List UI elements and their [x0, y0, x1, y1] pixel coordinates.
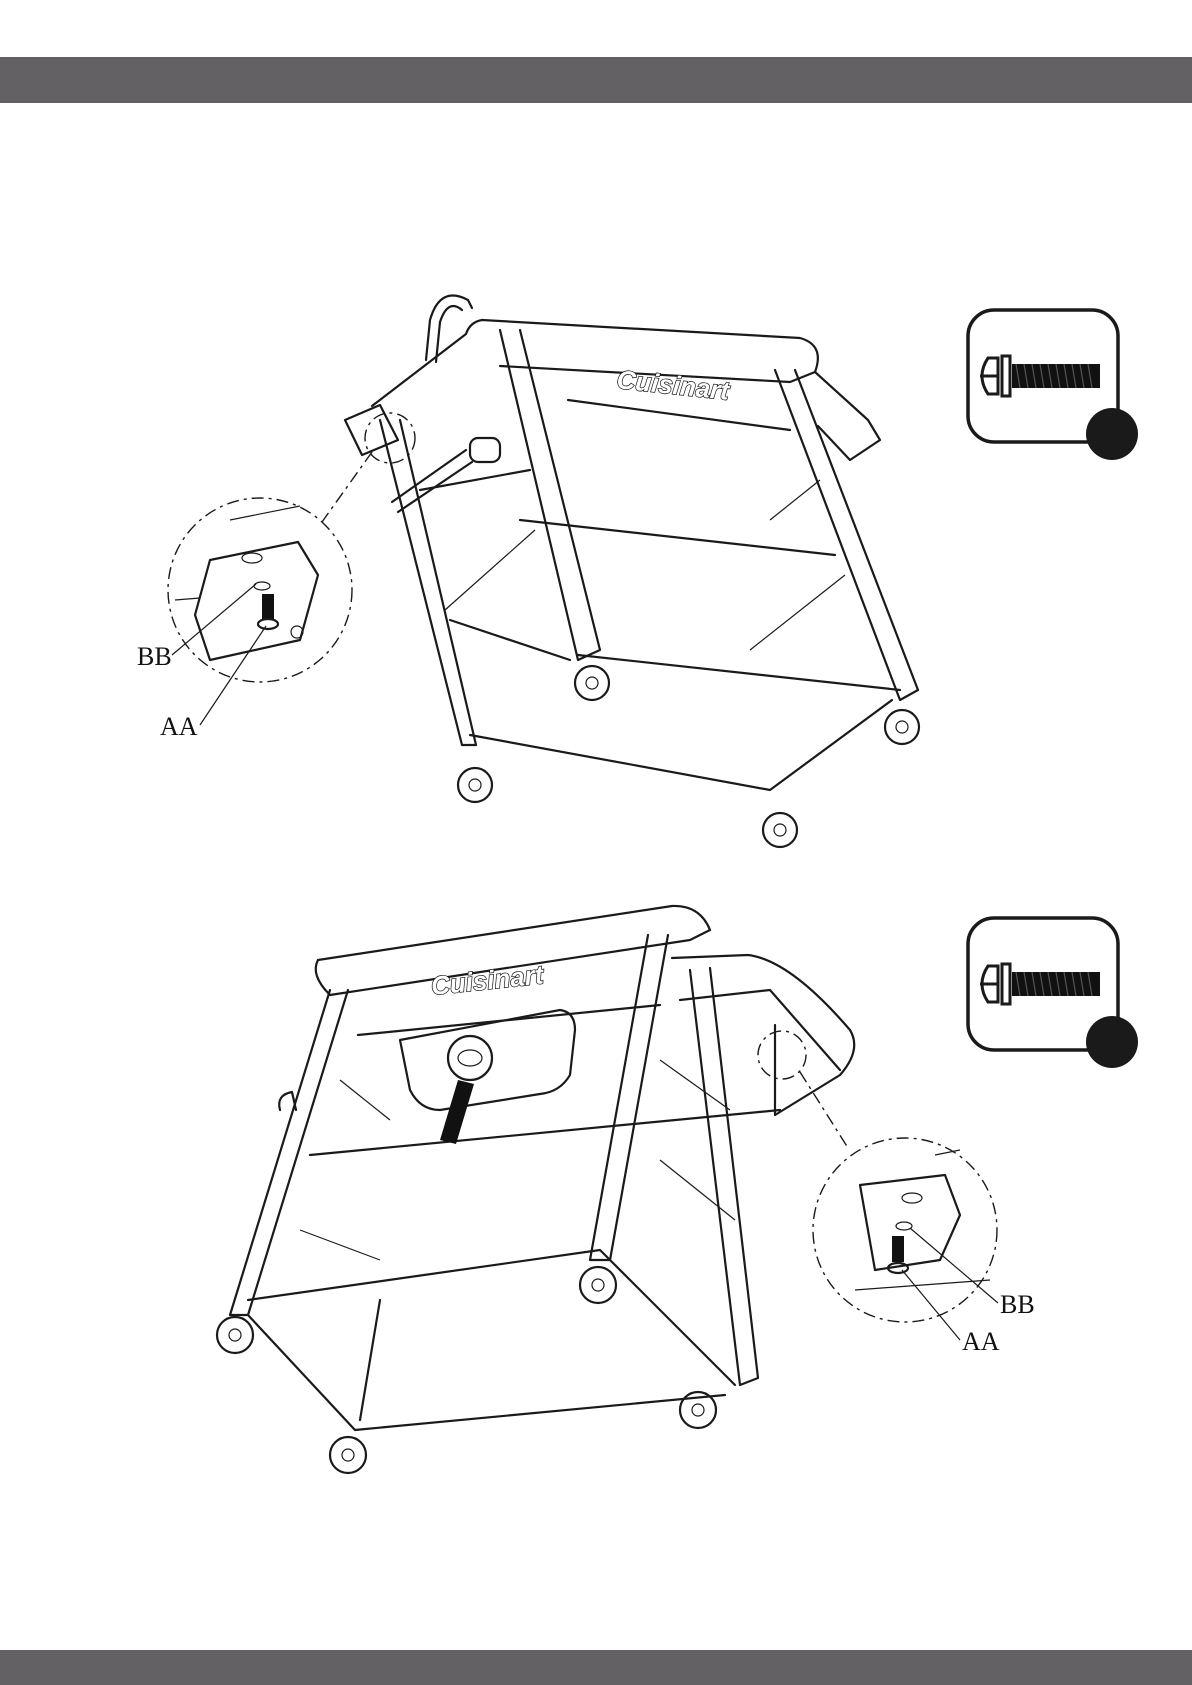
quantity-badge [1086, 1016, 1138, 1068]
brand-logo: Cuisinart [429, 959, 546, 1001]
footer-band [0, 1650, 1192, 1685]
step1-part-badge [964, 306, 1134, 466]
quantity-badge [1086, 408, 1138, 460]
label-bb: BB [137, 642, 172, 671]
label-bb: BB [1000, 1290, 1035, 1319]
brand-logo: Cuisinart [615, 364, 732, 406]
step1-detail-circle [168, 498, 352, 682]
cart1-wheels [458, 666, 919, 847]
cart2-wheels [217, 1267, 716, 1473]
label-aa: AA [160, 712, 198, 741]
step2-part-badge [964, 914, 1134, 1074]
step2-detail-circle [813, 1138, 997, 1322]
label-aa: AA [962, 1327, 1000, 1356]
cart1-frame: Cuisinart [345, 296, 919, 848]
cart2-frame: Cuisinart [217, 906, 854, 1473]
header-band [0, 57, 1192, 103]
